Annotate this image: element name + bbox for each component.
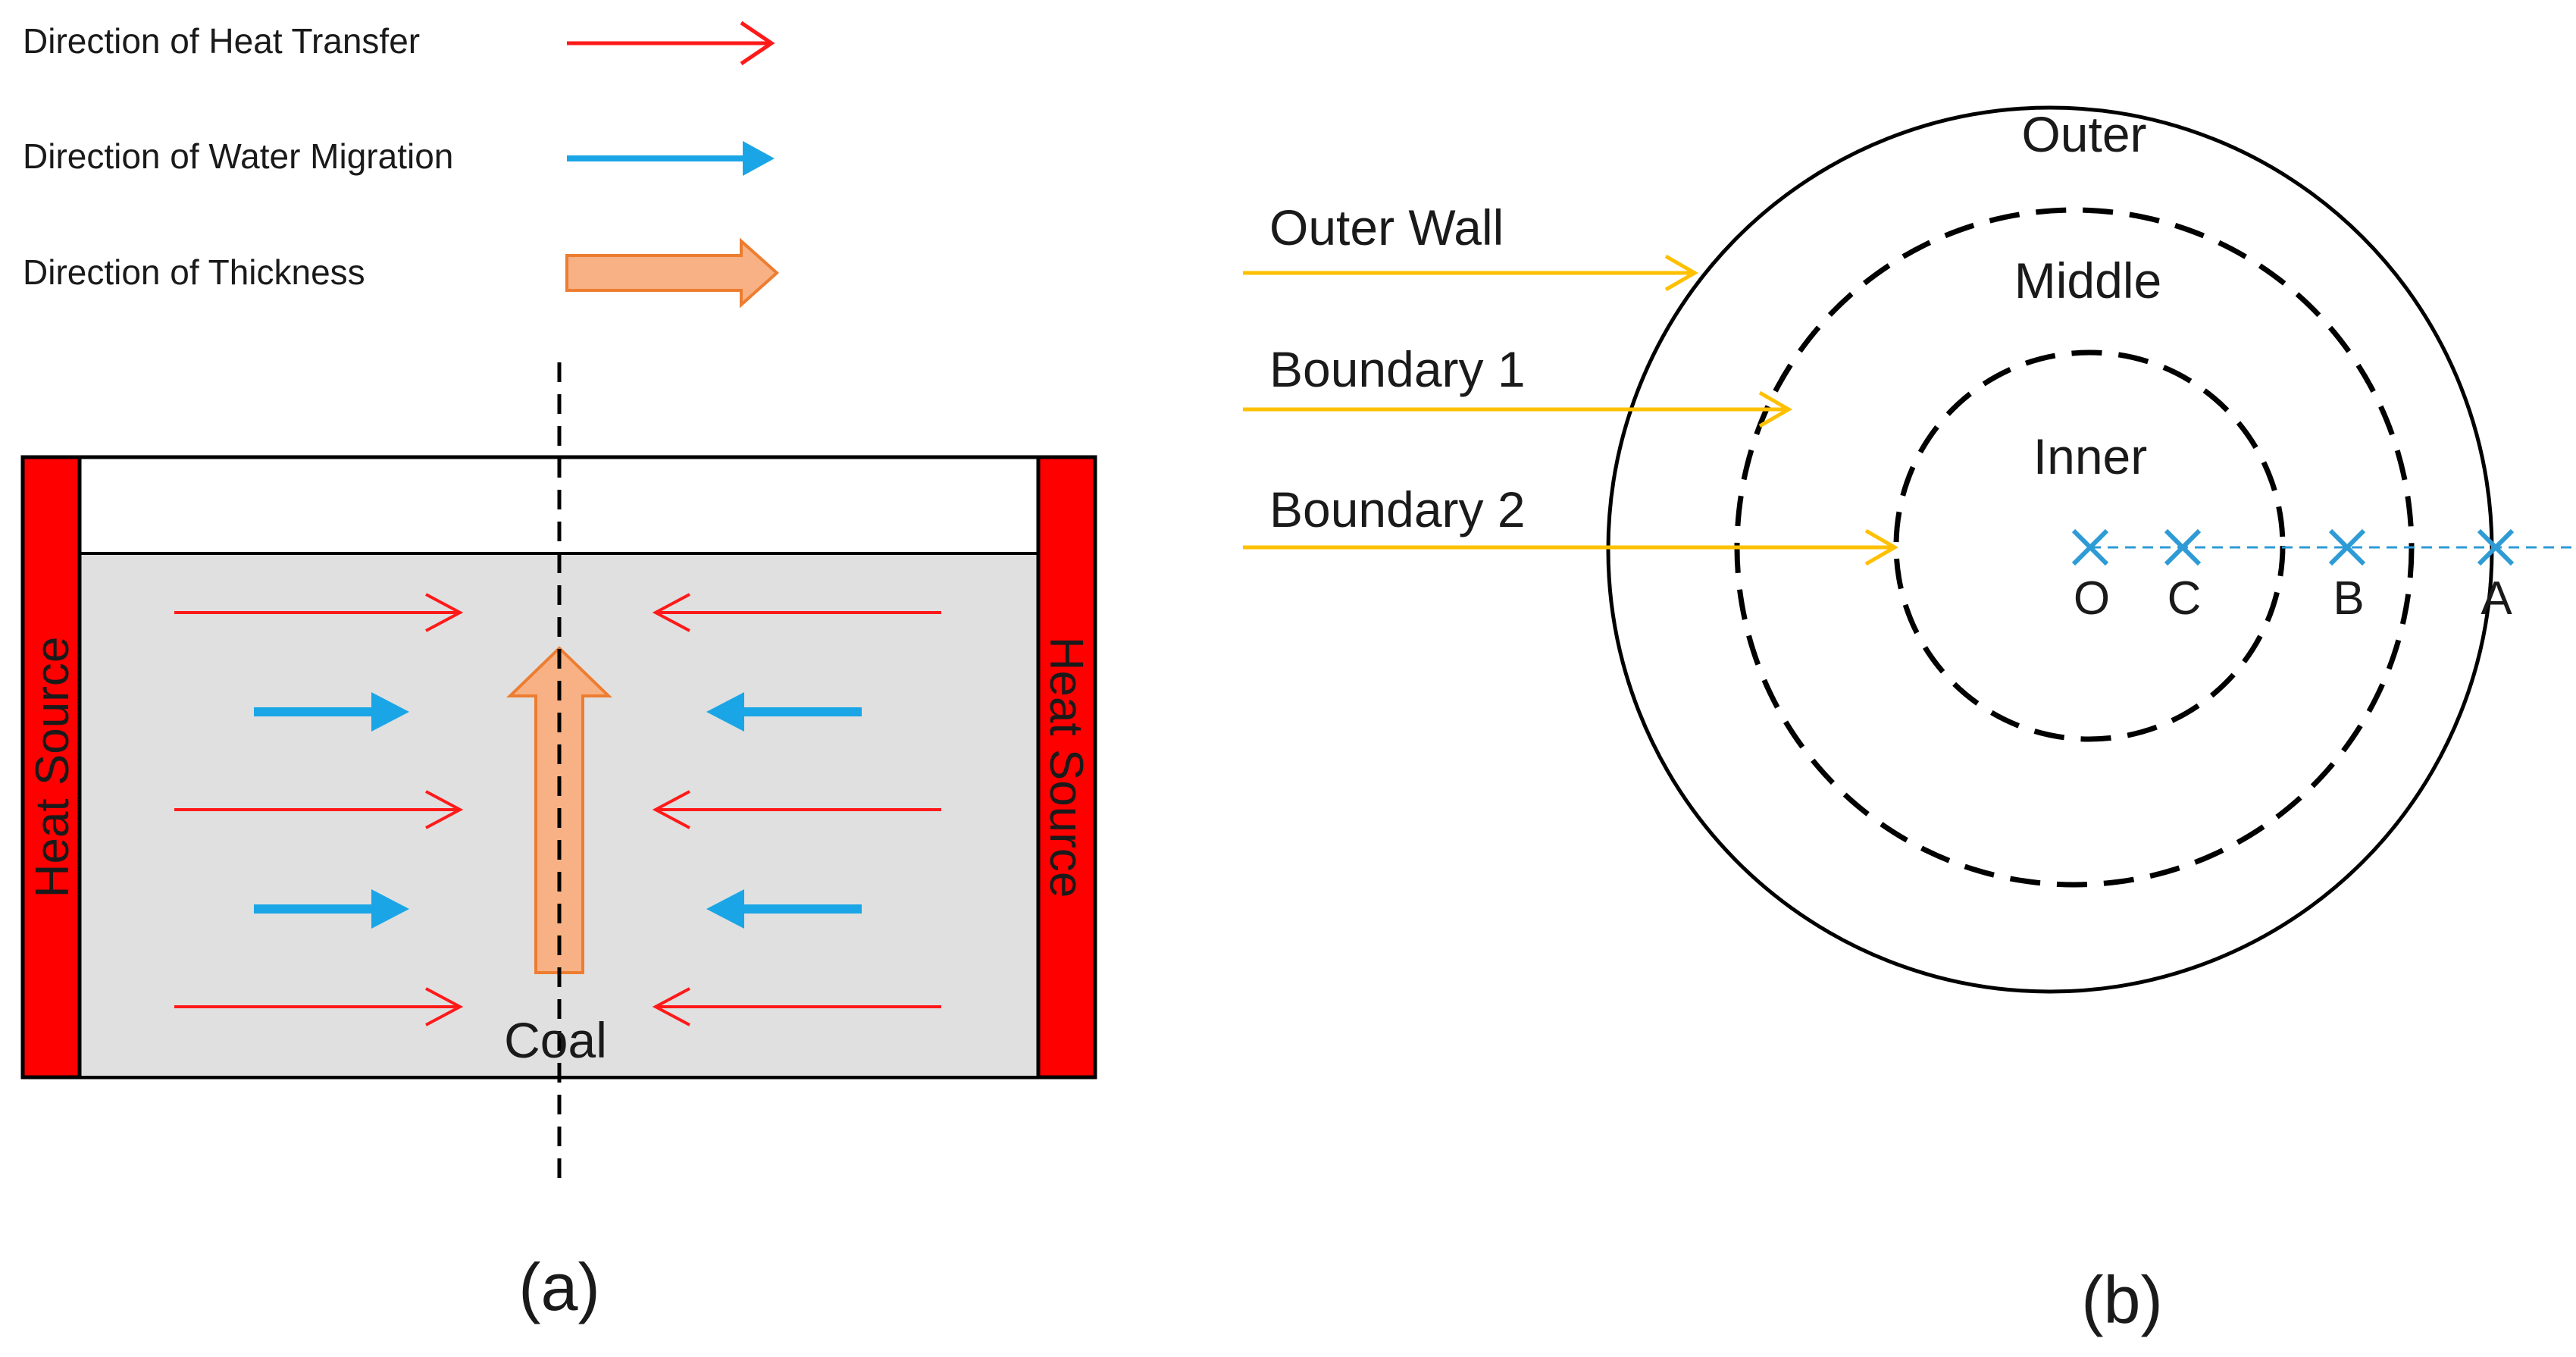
point-o-label: O: [2074, 572, 2110, 625]
boundary-2-circle: [1893, 349, 2286, 742]
heat-source-right: [1036, 455, 1097, 1080]
water-migration-arrows: [254, 692, 862, 929]
boundary-2-label: Boundary 2: [1269, 481, 1526, 537]
legend: Direction of Heat Transfer Direction of …: [23, 20, 780, 309]
point-a-label: A: [2481, 572, 2512, 625]
heat-arrow-left: [652, 987, 941, 1026]
point-b-marker: [2328, 528, 2366, 566]
heat-arrow-right: [174, 593, 464, 632]
zone-inner-label: Inner: [2033, 428, 2147, 484]
heat-arrow-left: [652, 593, 941, 632]
caption-a: (a): [518, 1249, 600, 1324]
panel-b: Outer Middle Inner Outer Wall Boundary 1…: [1243, 105, 2576, 1337]
water-arrow-right: [254, 889, 409, 929]
boundary-1-callout-arrow: [1243, 390, 1792, 428]
water-arrow-left: [706, 692, 862, 732]
heat-arrow-right: [174, 987, 464, 1026]
outer-wall-label: Outer Wall: [1269, 199, 1504, 255]
heat-arrow-left: [652, 790, 941, 829]
outer-wall-callout-arrow: [1243, 254, 1698, 292]
heat-arrow-right: [174, 790, 464, 829]
boundary-2-callout-arrow: [1243, 528, 1898, 566]
thickness-block-arrow-icon: [565, 237, 780, 309]
water-migration-arrow-icon: [567, 141, 775, 176]
zone-outer-label: Outer: [2021, 106, 2146, 162]
outer-wall-circle: [1606, 105, 2494, 994]
heat-source-left-label: Heat Source: [27, 637, 79, 898]
caption-b: (b): [2081, 1262, 2163, 1337]
point-c-label: C: [2168, 572, 2202, 625]
point-o-marker: [2071, 528, 2109, 566]
boundary-1-label: Boundary 1: [1269, 341, 1526, 397]
point-c-marker: [2164, 528, 2202, 566]
point-a-marker: [2477, 528, 2515, 566]
point-markers: [2071, 528, 2515, 566]
legend-thickness-label: Direction of Thickness: [23, 252, 365, 292]
panel-a: Heat Source Heat Source Coal (a): [20, 362, 1097, 1324]
heat-source-right-label: Heat Source: [1040, 637, 1092, 898]
heat-source-left: [20, 455, 82, 1080]
heat-transfer-arrow-icon: [567, 20, 775, 66]
heat-transfer-arrows: [174, 593, 941, 1026]
point-b-label: B: [2333, 572, 2364, 625]
zone-middle-label: Middle: [2014, 252, 2161, 309]
water-arrow-left: [706, 889, 862, 929]
legend-heat-label: Direction of Heat Transfer: [23, 21, 420, 61]
legend-water-label: Direction of Water Migration: [23, 136, 453, 176]
coal-label: Coal: [504, 1012, 607, 1068]
water-arrow-right: [254, 692, 409, 732]
